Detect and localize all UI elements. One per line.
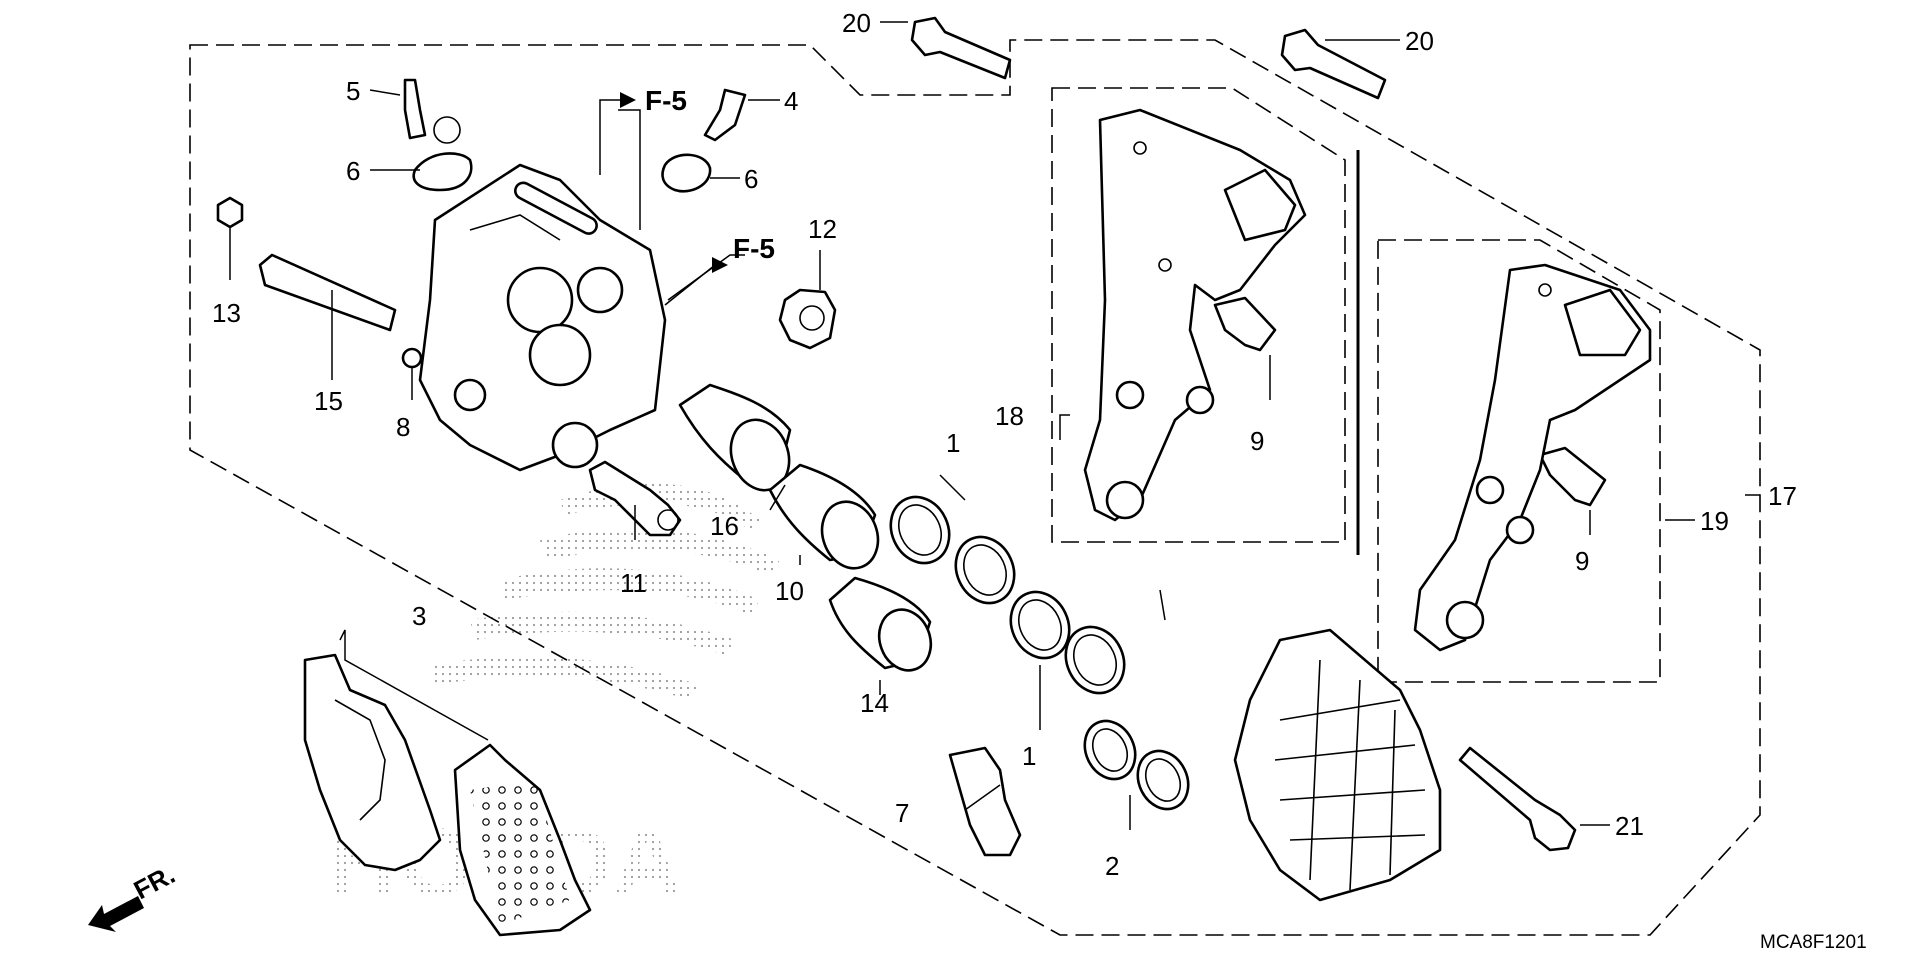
brake-pad-3-left: [303, 653, 442, 872]
leader-lines: [229, 21, 1760, 830]
pad-spring-7: [948, 746, 1022, 857]
callout-4[interactable]: 4: [784, 86, 798, 116]
bleeder-screw-5: [403, 78, 427, 140]
callout-16[interactable]: 16: [710, 511, 739, 541]
ref-arrow-f5-lower[interactable]: F-5: [664, 233, 775, 306]
callout-11[interactable]: 11: [620, 568, 647, 598]
caliper-body: [418, 163, 667, 472]
callout-1-upper[interactable]: 1: [946, 428, 960, 458]
ref-label-f5-upper[interactable]: F-5: [645, 85, 687, 116]
callout-8[interactable]: 8: [396, 412, 410, 442]
callout-2[interactable]: 2: [1105, 851, 1119, 881]
bracket-19-outline: [1377, 239, 1661, 683]
retainer-clip-9a: [1213, 296, 1277, 352]
nut-13: [216, 196, 244, 229]
callout-numbers: 20 20 5 4 6 6 12 13 15 8 16 11 10 14 3 1…: [212, 8, 1797, 881]
nut-12: [778, 288, 837, 350]
ref-arrow-f5-upper[interactable]: F-5: [599, 85, 687, 175]
caliper-cover: [1233, 628, 1442, 902]
callout-12[interactable]: 12: [808, 214, 837, 244]
bolt-20-right: [1280, 28, 1387, 100]
caliper-bracket-19: [1413, 263, 1652, 652]
bolt-20-left: [910, 16, 1012, 80]
callout-9-lower[interactable]: 9: [1575, 546, 1589, 576]
callout-13[interactable]: 13: [212, 298, 241, 328]
callout-21[interactable]: 21: [1615, 811, 1644, 841]
bleeder-screw-4: [703, 88, 747, 142]
callout-3[interactable]: 3: [412, 601, 426, 631]
piston-16: [678, 383, 792, 492]
assembly-outlines: [189, 39, 1761, 936]
callout-1-lower[interactable]: 1: [1022, 741, 1036, 771]
callout-7[interactable]: 7: [895, 798, 909, 828]
callout-9-upper[interactable]: 9: [1250, 426, 1264, 456]
callout-15[interactable]: 15: [314, 386, 343, 416]
callout-19[interactable]: 19: [1700, 506, 1729, 536]
front-direction-arrow: FR.: [88, 859, 180, 932]
bleeder-cap-6a: [412, 116, 473, 192]
callout-20-right[interactable]: 20: [1405, 26, 1434, 56]
arrow-icon: [88, 896, 144, 932]
drawing-code: MCA8F1201: [1760, 932, 1867, 953]
bleeder-cap-6b: [661, 153, 712, 193]
callout-5[interactable]: 5: [346, 76, 360, 106]
callout-10[interactable]: 10: [775, 576, 804, 606]
seal-1-lower-b: [1064, 625, 1126, 695]
callout-17[interactable]: 17: [1768, 481, 1797, 511]
seal-2-a: [1083, 719, 1137, 781]
brake-pad-3-right: [453, 743, 592, 937]
retainer-clip-9b: [1538, 446, 1607, 507]
callout-18[interactable]: 18: [995, 401, 1024, 431]
pin-15: [258, 253, 397, 332]
callout-6-right[interactable]: 6: [744, 164, 758, 194]
seal-1-upper-b: [954, 535, 1016, 605]
callout-20-left[interactable]: 20: [842, 8, 871, 38]
bolt-21: [1458, 746, 1577, 852]
piston-10: [768, 463, 880, 570]
piston-14: [828, 576, 933, 672]
caliper-bracket-18: [1083, 108, 1307, 522]
seal-1-upper-a: [889, 495, 951, 565]
fitting-11: [588, 460, 682, 537]
washer-8: [401, 347, 423, 369]
callout-14[interactable]: 14: [860, 688, 889, 718]
caliper-group-outline: [189, 39, 1761, 936]
callout-6-left[interactable]: 6: [346, 156, 360, 186]
seal-1-lower-a: [1009, 590, 1071, 660]
bracket-18-outline: [1051, 87, 1346, 543]
seal-2-b: [1136, 749, 1190, 811]
ref-label-f5-lower[interactable]: F-5: [733, 233, 775, 264]
